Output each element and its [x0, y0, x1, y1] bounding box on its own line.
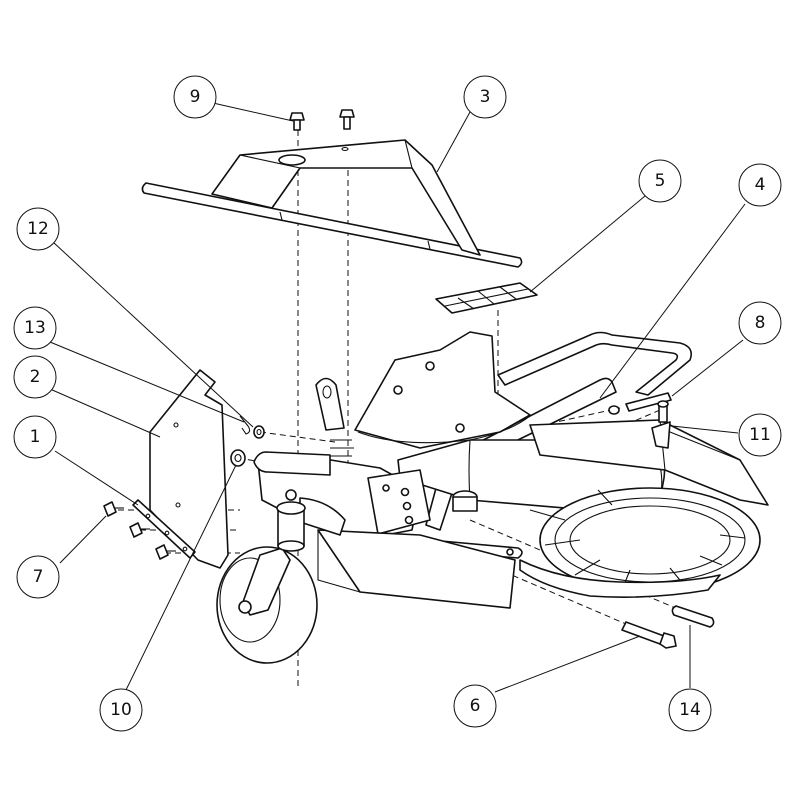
screw-3 — [155, 544, 176, 560]
callout-6-label: 6 — [470, 696, 481, 716]
callout-10: 10 — [99, 688, 143, 732]
callout-5: 5 — [638, 159, 682, 203]
part-10 — [230, 449, 246, 467]
callout-10-label: 10 — [110, 700, 132, 720]
leader-lines — [49, 102, 746, 693]
part-3 — [141, 139, 523, 268]
part-14 — [671, 605, 715, 628]
callout-4: 4 — [738, 163, 782, 207]
front-wheel — [216, 489, 318, 664]
callout-5-label: 5 — [655, 171, 666, 191]
part-5 — [435, 282, 538, 314]
callout-13: 13 — [13, 306, 57, 350]
callout-14: 14 — [668, 688, 712, 732]
part-11 — [651, 400, 671, 449]
callout-12-label: 12 — [27, 219, 49, 239]
bolt-left — [289, 112, 305, 131]
mower-deck — [354, 331, 769, 598]
bolt-right — [339, 109, 355, 130]
part-7 — [103, 501, 176, 560]
part-9 — [289, 109, 355, 131]
screw-1 — [103, 501, 124, 517]
callout-12: 12 — [16, 207, 60, 251]
screw-2 — [129, 522, 150, 538]
callout-9-label: 9 — [190, 87, 201, 107]
callout-4-label: 4 — [755, 175, 766, 195]
callout-7: 7 — [16, 555, 60, 599]
callout-7-label: 7 — [33, 567, 44, 587]
part-12 — [253, 425, 265, 439]
callout-9: 9 — [173, 75, 217, 119]
callout-1-label: 1 — [30, 427, 41, 447]
callout-14-label: 14 — [679, 700, 701, 720]
callout-3-label: 3 — [480, 87, 491, 107]
callout-8-label: 8 — [755, 313, 766, 333]
callout-3: 3 — [463, 75, 507, 119]
callout-11: 11 — [738, 413, 782, 457]
front-axle — [253, 451, 331, 476]
callout-2-label: 2 — [30, 367, 41, 387]
callout-6: 6 — [453, 684, 497, 728]
part-13 — [239, 415, 251, 435]
callout-8: 8 — [738, 301, 782, 345]
callout-1: 1 — [13, 415, 57, 459]
part-1 — [132, 499, 196, 559]
part-6 — [621, 621, 677, 649]
chassis-linkage — [257, 454, 523, 609]
callout-11-label: 11 — [749, 425, 771, 445]
callout-2: 2 — [13, 355, 57, 399]
part-8 — [608, 392, 672, 415]
callout-13-label: 13 — [24, 318, 46, 338]
